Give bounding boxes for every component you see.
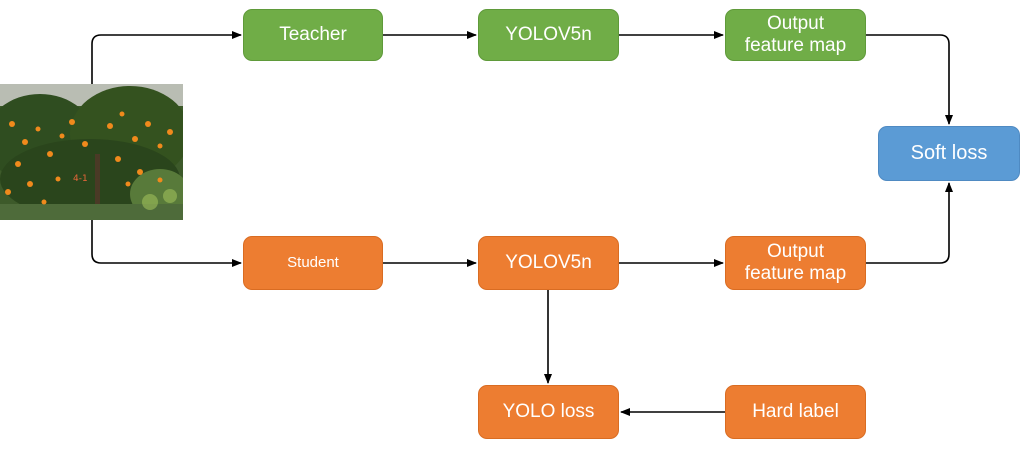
yolo-loss-label: YOLO loss [502, 401, 595, 423]
student-yolov5n-box: YOLOV5n [478, 236, 619, 290]
student-yolov5n-label: YOLOV5n [505, 252, 592, 274]
soft-loss-box: Soft loss [878, 126, 1020, 181]
teacher-box: Teacher [243, 9, 383, 61]
arrow-image-to-teacher [91, 31, 242, 84]
student-output-label-line1: Output [766, 241, 825, 263]
teacher-output-label-line2: feature map [744, 35, 847, 56]
yolo-loss-box: YOLO loss [478, 385, 619, 439]
citrus-tree-illustration [0, 84, 183, 220]
student-label: Student [287, 254, 339, 272]
student-output-label-line2: feature map [744, 263, 847, 284]
student-output-feature-map-box: Output feature map [725, 236, 866, 290]
citrus-tree-photo: 4-1 [0, 84, 183, 220]
teacher-yolov5n-box: YOLOV5n [478, 9, 619, 61]
photo-label: 4-1 [73, 174, 88, 184]
student-box: Student [243, 236, 383, 290]
arrow-student-output-to-soft-loss [866, 182, 953, 264]
teacher-output-label-line1: Output [766, 13, 825, 35]
soft-loss-label: Soft loss [910, 142, 988, 164]
hard-label-box: Hard label [725, 385, 866, 439]
teacher-label: Teacher [279, 24, 347, 46]
teacher-output-feature-map-box: Output feature map [725, 9, 866, 61]
arrow-teacher-output-to-soft-loss [866, 34, 953, 125]
teacher-yolov5n-label: YOLOV5n [505, 24, 592, 46]
arrow-image-to-student [91, 220, 242, 267]
hard-label-label: Hard label [752, 401, 839, 423]
